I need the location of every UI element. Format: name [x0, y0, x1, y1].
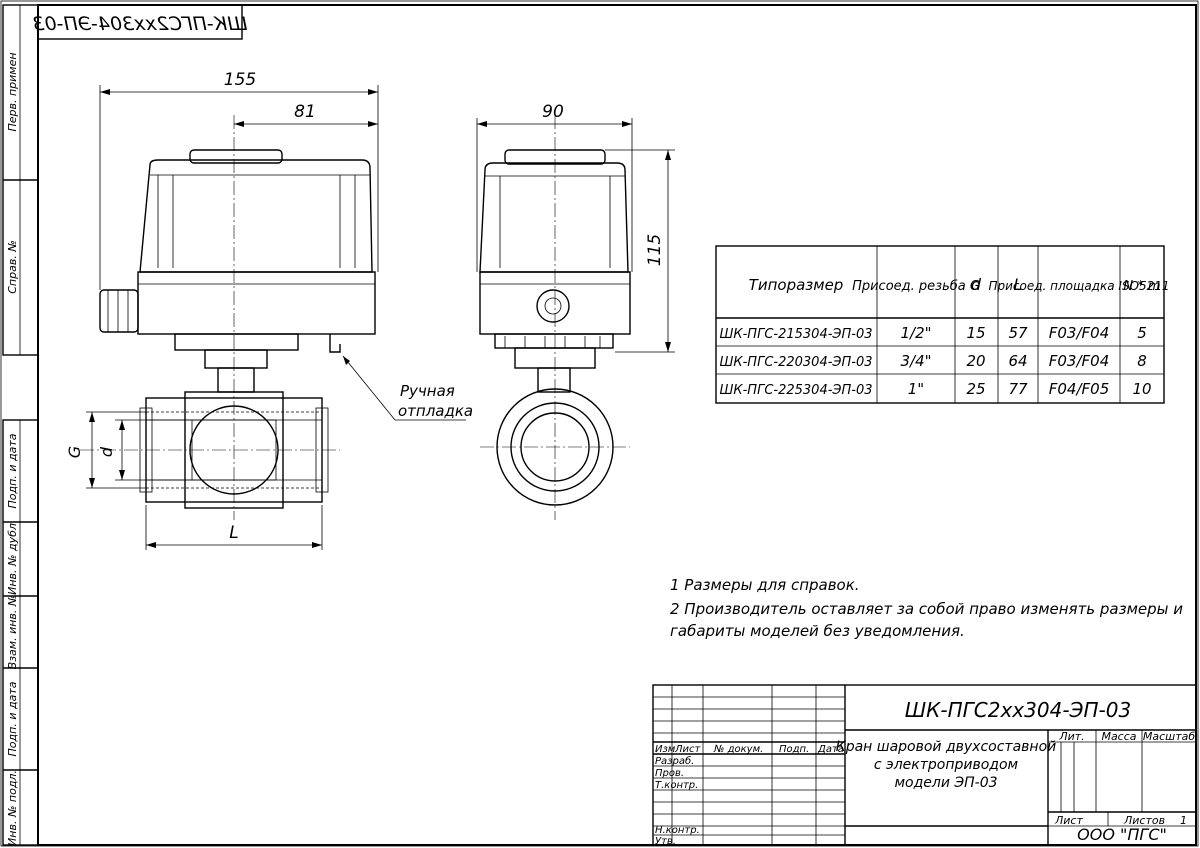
callout-line-1: Ручная [400, 382, 455, 400]
side-label-perv: Перв. примен [6, 52, 19, 131]
dim-81: 81 [294, 102, 316, 122]
side-label-inv-dubl: Инв. № дубл [6, 523, 19, 595]
cell-r2-c3: 77 [1008, 380, 1028, 398]
tb-name-1: Кран шаровой двухсоставной [836, 739, 1056, 755]
cell-r1-c5: 8 [1137, 352, 1147, 370]
cell-r1-c1: 3/4" [900, 352, 931, 370]
mirrored-code-stamp: ШК-ПГС2хх304-ЭП-03 [32, 4, 248, 40]
cell-r1-c2: 20 [966, 352, 985, 370]
side-view [479, 115, 631, 520]
side-dimensions: 90 115 [476, 102, 675, 353]
tb-list-label: Лист [1054, 814, 1083, 827]
cell-r2-c2: 25 [966, 380, 985, 398]
notes: 1 Размеры для справок. 2 Производитель о… [670, 576, 1183, 640]
dim-G: G [65, 446, 84, 458]
th-L: L [1014, 275, 1023, 294]
side-label-inv-podl: Инв. № подл. [6, 770, 19, 846]
th-d: d [971, 275, 982, 294]
mirrored-code-text: ШК-ПГС2хх304-ЭП-03 [32, 13, 247, 35]
tb-nkontr: Н.контр. [655, 825, 700, 836]
th-thread: Присоед. резьба G [852, 279, 980, 294]
spec-table: Типоразмер Присоед. резьба G d L Присоед… [715, 245, 1170, 404]
tb-masshtab: Масштаб [1143, 730, 1195, 743]
cell-r0-c3: 57 [1008, 324, 1028, 342]
tb-listov-value: 1 [1180, 814, 1187, 827]
dim-90: 90 [542, 102, 564, 122]
cell-r1-c4: F03/F04 [1049, 352, 1109, 370]
cell-r2-c0: ШК-ПГС-225304-ЭП-03 [719, 383, 872, 398]
dim-d: d [97, 446, 116, 457]
cell-r0-c2: 15 [966, 324, 985, 342]
tb-designation: ШК-ПГС2хх304-ЭП-03 [905, 698, 1131, 722]
title-block: Изм Лист № докум. Подп. Дата Разраб. Про… [652, 684, 1197, 847]
tb-name-2: с электроприводом [874, 757, 1019, 773]
tb-tkontr: Т.контр. [655, 780, 698, 791]
note-2a: 2 Производитель оставляет за собой право… [670, 600, 1183, 618]
dim-115: 115 [645, 234, 665, 266]
th-type: Типоразмер [749, 276, 844, 294]
side-stamp: Перв. примен Справ. № Подп. и дата Инв. … [2, 4, 39, 846]
front-dimensions: 155 81 L G d [65, 70, 379, 550]
tb-massa: Масса [1101, 730, 1136, 743]
cell-r1-c3: 64 [1008, 352, 1027, 370]
tb-name-3: модели ЭП-03 [894, 775, 997, 791]
cell-r1-c0: ШК-ПГС-220304-ЭП-03 [719, 355, 872, 370]
cell-r0-c0: ШК-ПГС-215304-ЭП-03 [719, 327, 872, 342]
side-label-vzam: Взам. инв. № [6, 595, 19, 670]
cell-r2-c5: 10 [1132, 380, 1151, 398]
tb-col-data: Дата [817, 744, 844, 755]
cell-r2-c4: F04/F05 [1049, 380, 1109, 398]
front-view [80, 115, 376, 520]
callout-line-2: отпладка [398, 402, 473, 420]
dim-155: 155 [224, 70, 256, 90]
cell-r0-c5: 5 [1137, 324, 1147, 342]
side-label-podp-2: Подп. и дата [6, 681, 19, 756]
cell-r0-c1: 1/2" [900, 324, 931, 342]
tb-col-izm: Изм [655, 744, 676, 755]
side-label-sprav: Справ. № [6, 240, 19, 294]
tb-company: ООО "ПГС" [1077, 825, 1167, 844]
manual-override-callout: Ручная отпладка [342, 355, 473, 421]
tb-razrab: Разраб. [655, 755, 694, 767]
note-2b: габариты моделей без уведомления. [670, 622, 965, 640]
cell-r2-c1: 1" [908, 380, 924, 398]
tb-utv: Утв. [655, 836, 676, 847]
cell-r0-c4: F03/F04 [1049, 324, 1109, 342]
note-1: 1 Размеры для справок. [670, 576, 860, 594]
tb-col-list: Лист [674, 744, 702, 755]
dim-L: L [229, 523, 238, 543]
tb-col-podp: Подп. [779, 744, 809, 755]
tb-prov: Пров. [655, 768, 684, 779]
tb-col-doc: № докум. [713, 744, 763, 755]
th-torque: N * m [1123, 279, 1160, 294]
side-label-podp-1: Подп. и дата [6, 433, 19, 508]
th-iso: Присоед. площадка ISO5211 [988, 279, 1169, 293]
tb-listov-label: Листов [1123, 814, 1165, 827]
tb-lit: Лит. [1058, 730, 1084, 743]
